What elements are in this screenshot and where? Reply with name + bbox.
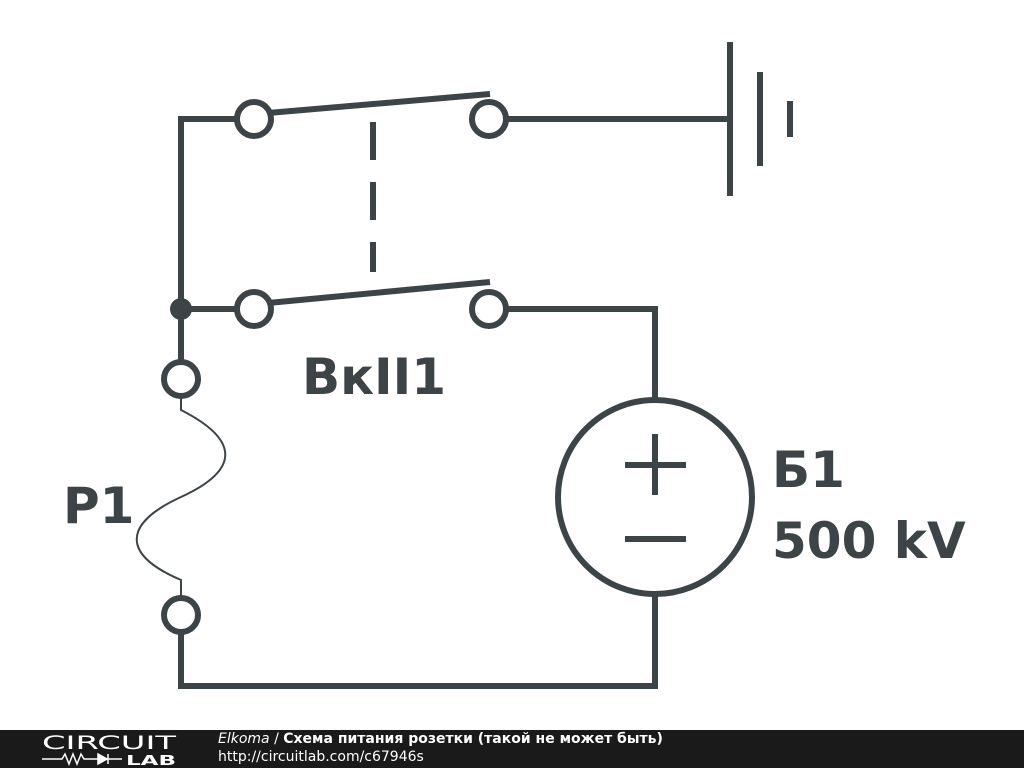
fuse-terminal-bottom [161,595,201,635]
credit-separator: / [269,731,284,747]
circuit-url[interactable]: http://circuitlab.com/c67946s [218,749,424,765]
battery-label: Б1 [772,441,845,499]
resistor-diode-icon [42,751,122,766]
switch-terminal-1 [234,99,274,139]
wire-left-top [178,116,237,309]
author-name[interactable]: Elkoma [218,731,270,747]
fuse-terminal-top [161,359,201,399]
battery-b1 [555,397,755,597]
switch-blade-top [267,91,491,116]
switch-blade-bottom [267,279,491,306]
wire-switch-to-battery [506,306,658,400]
switch-label: ВкII1 [302,348,446,406]
switch-terminal-3 [234,289,274,329]
wires [178,116,730,689]
circuitlab-logo: CIRCUIT LAB [42,732,177,766]
circuit-title[interactable]: Схема питания розетки (такой не может бы… [283,731,663,747]
battery-circle [555,397,755,597]
fuse-p1 [136,359,226,635]
junction-dot [170,298,192,320]
switch-vkii1 [234,91,509,329]
footer-credit: Elkoma / Схема питания розетки (такой не… [218,731,663,748]
footer-bar: CIRCUIT LAB Elkoma / Схема питания розет… [0,730,1024,768]
switch-terminal-2 [469,99,509,139]
circuit-schematic: ВкII1 Р1 Б1 500 kV [63,42,966,689]
logo-lab-text: LAB [126,754,176,766]
battery-value: 500 kV [772,512,966,570]
ground-symbol [727,42,793,196]
fuse-element [136,396,226,598]
wire-bottom-loop [178,594,658,689]
fuse-label: Р1 [63,477,134,535]
logo-circuit-text: CIRCUIT [42,732,177,754]
switch-terminal-4 [469,289,509,329]
